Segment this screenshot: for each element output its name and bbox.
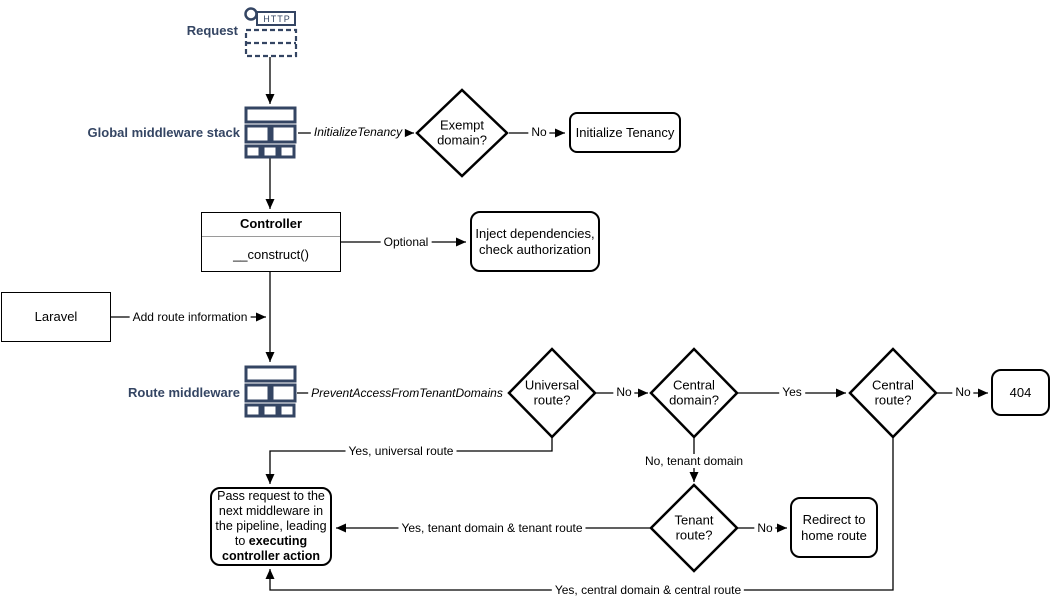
controller-box: Controller __construct() [201, 212, 341, 272]
tenant-route-text: Tenant route? [674, 512, 714, 543]
pass-request-box: Pass request to the next middleware in t… [210, 487, 332, 566]
edge-label-no-tenant-route: No [754, 521, 776, 535]
edge-label-yes-central-domain: Yes [779, 385, 805, 399]
pass-request-text-normal: Pass request to the next middleware in t… [215, 489, 327, 548]
central-route-diamond [848, 347, 938, 439]
universal-route-text: Universal route? [524, 377, 580, 408]
http-icon-label: HTTP [263, 14, 291, 24]
edge-label-no-universal: No [613, 385, 635, 399]
middleware-stack-icon [244, 365, 297, 418]
edge-label-yes-universal-route: Yes, universal route [345, 444, 457, 458]
edge-label-initialize-tenancy: InitializeTenancy [310, 125, 406, 139]
pass-request-text-bold: executing controller action [222, 534, 320, 563]
controller-construct-method: __construct() [233, 246, 309, 262]
edge-label-optional: Optional [380, 235, 432, 249]
initialize-tenancy-text: Initialize Tenancy [575, 124, 675, 140]
pass-request-text: Pass request to the next middleware in t… [212, 487, 330, 566]
central-domain-diamond [649, 347, 739, 439]
redirect-home-route-text: Redirect to home route [801, 511, 867, 543]
central-route-text: Central route? [872, 377, 914, 408]
404-box: 404 [991, 369, 1050, 416]
redirect-home-route-box: Redirect to home route [790, 497, 878, 558]
request-label: Request [186, 23, 238, 38]
exempt-domain-text: Exempt domain? [437, 117, 487, 148]
edge-label-no-exempt: No [528, 125, 550, 139]
global-middleware-stack-label: Global middleware stack [87, 125, 240, 140]
inject-dependencies-text: Inject dependencies, check authorization [475, 225, 595, 257]
404-text: 404 [1009, 384, 1032, 400]
controller-title: Controller [202, 213, 340, 237]
route-middleware-label: Route middleware [128, 385, 240, 400]
edge-label-yes-tenant-route: Yes, tenant domain & tenant route [398, 521, 586, 535]
middleware-stack-icon [244, 106, 297, 159]
edge-label-prevent-access: PreventAccessFromTenantDomains [308, 386, 506, 400]
edge-label-no-central-route: No [952, 385, 974, 399]
laravel-text: Laravel [34, 309, 78, 325]
exempt-domain-diamond [415, 88, 509, 178]
edge-label-no-tenant-domain: No, tenant domain [641, 454, 747, 468]
laravel-box: Laravel [1, 292, 111, 342]
edge-label-add-route-information: Add route information [129, 310, 251, 324]
tenant-route-diamond [649, 483, 739, 573]
edge-label-yes-central-route: Yes, central domain & central route [551, 583, 745, 597]
inject-dependencies-box: Inject dependencies, check authorization [470, 211, 600, 272]
universal-route-diamond [507, 347, 597, 439]
http-request-icon: HTTP [244, 7, 298, 58]
initialize-tenancy-box: Initialize Tenancy [569, 112, 681, 153]
central-domain-text: Central domain? [669, 377, 719, 408]
